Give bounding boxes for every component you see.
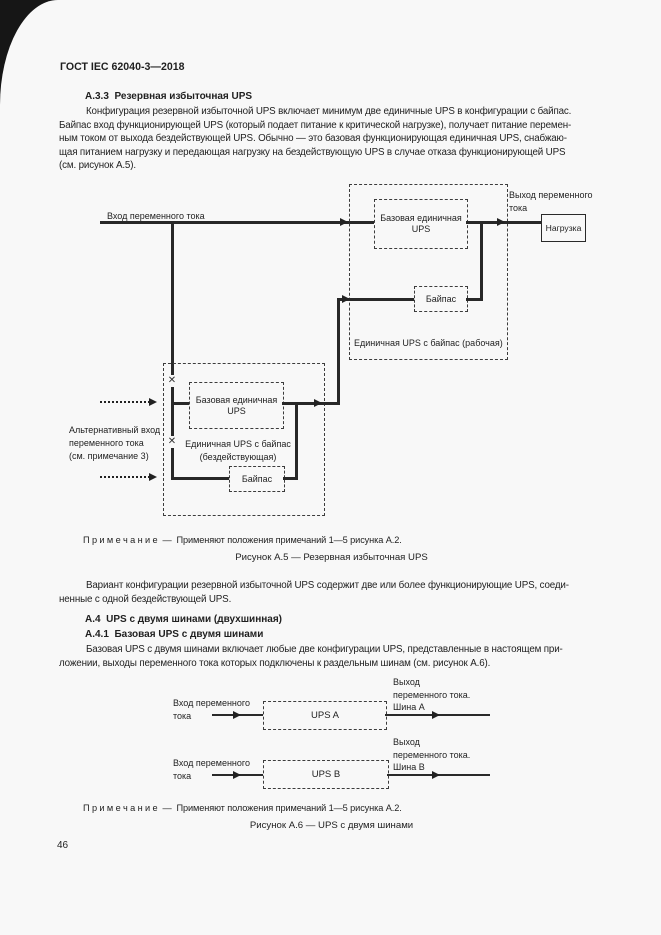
ac-input-label: Вход переменного тока: [107, 211, 205, 221]
bypass-output-line: [466, 298, 483, 301]
standby-output-line: [282, 402, 340, 405]
ups-b-label: UPS B: [311, 769, 341, 780]
bus-b-output-label-line: Выход: [393, 737, 420, 747]
alt-input-label-line: (см. примечание 3): [69, 451, 149, 461]
ups-bypass-join-line: [480, 221, 483, 301]
bus-a-input-label-line: Вход переменного: [173, 698, 250, 708]
standby-bypass-input-line: [172, 477, 229, 480]
flow-arrow-icon: [342, 295, 350, 303]
bus-a-output-label-line: Выход: [393, 677, 420, 687]
paragraph-a41: Базовая UPS с двумя шинами включает любы…: [59, 643, 607, 670]
disconnect-icon: ✕: [166, 375, 178, 387]
standby-bypass-label: Байпас: [241, 473, 273, 484]
load-label: Нагрузка: [545, 223, 582, 233]
figure-a5-caption: Рисунок А.5 — Резервная избыточная UPS: [235, 552, 428, 563]
paragraph-line: Конфигурация резервной избыточной UPS вк…: [86, 106, 572, 117]
working-unit-caption: Единичная UPS с байпас (рабочая): [354, 338, 503, 348]
bus-a-input-label: Вход переменного тока: [173, 697, 250, 723]
ac-output-label: Выход переменного тока: [509, 189, 593, 215]
flow-arrow-icon: [149, 473, 157, 481]
standby-unit-caption-line: (бездействующая): [199, 451, 277, 462]
bus-a-output-label: Выход переменного тока. Шина А: [393, 676, 470, 714]
standby-ups-label: UPS: [227, 405, 246, 416]
bus-b-output-label: Выход переменного тока. Шина В: [393, 736, 470, 774]
ac-output-label-line: Выход переменного: [509, 190, 593, 200]
bus-b-input-label: Вход переменного тока: [173, 757, 250, 783]
ups-b-box: UPS B: [263, 760, 389, 789]
paragraph-line: Базовая UPS с двумя шинами включает любы…: [86, 644, 563, 655]
bus-b-input-label-line: тока: [173, 771, 192, 781]
ac-input-line: [100, 221, 374, 224]
paragraph-line: (см. рисунок А.5).: [59, 160, 136, 171]
input-branch-line: [171, 221, 174, 480]
bus-a-input-label-line: тока: [173, 711, 192, 721]
standby-bypass-output-line: [283, 477, 298, 480]
paragraph-line: ным током от выхода бездействующей UPS. …: [59, 133, 567, 144]
alt-input-label-line: переменного тока: [69, 438, 144, 448]
paragraph-line: щая питанием нагрузку и передающая нагру…: [59, 146, 566, 158]
alt-input-label: Альтернативный вход переменного тока (см…: [69, 424, 160, 463]
ups-a-label: UPS A: [311, 710, 339, 721]
working-ups-box: Базовая единичная UPS: [374, 199, 468, 249]
flow-arrow-icon: [233, 711, 241, 719]
alt-input-dotted-line: [100, 401, 150, 403]
bus-a-output-label-line: Шина А: [393, 702, 425, 712]
alt-input-dotted-line: [100, 476, 150, 478]
section-a41-heading: А.4.1 Базовая UPS с двумя шинами: [85, 629, 264, 640]
flow-arrow-icon: [149, 398, 157, 406]
paragraph-line: ненные с одной бездействующей UPS.: [59, 593, 232, 605]
working-bypass-label: Байпас: [425, 293, 457, 304]
page-header-title: ГОСТ IEC 62040-3—2018: [60, 61, 185, 73]
bus-b-input-label-line: Вход переменного: [173, 758, 250, 768]
flow-arrow-icon: [340, 218, 348, 226]
paragraph-variant: Вариант конфигурации резервной избыточно…: [59, 579, 607, 606]
flow-arrow-icon: [314, 399, 322, 407]
working-unit-box: [349, 184, 508, 360]
disconnect-icon: ✕: [166, 436, 178, 448]
section-a33-heading: А.3.3 Резервная избыточная UPS: [85, 91, 253, 102]
paragraph-line: Байпас вход функционирующей UPS (который…: [59, 119, 572, 131]
flow-arrow-icon: [497, 218, 505, 226]
working-ups-label: UPS: [411, 224, 431, 234]
flow-arrow-icon: [432, 771, 440, 779]
standby-unit-caption: Единичная UPS с байпас (бездействующая): [168, 438, 308, 463]
standby-unit-caption-line: Единичная UPS с байпас: [185, 439, 291, 449]
standby-join-line: [295, 402, 298, 480]
paragraph-a33: Конфигурация резервной избыточной UPS вк…: [59, 105, 607, 173]
working-ups-label: Базовая единичная: [380, 213, 462, 223]
standby-ups-box: Базовая единичная UPS: [189, 382, 284, 429]
bus-a-output-label-line: переменного тока.: [393, 689, 471, 700]
note-a5: П р и м е ч а н и е — Применяют положени…: [83, 535, 402, 545]
standby-ups-input-line: [172, 402, 189, 405]
standby-unit-box: [163, 363, 325, 516]
alt-input-label-line: Альтернативный вход: [69, 425, 161, 435]
section-a4-heading: А.4 UPS с двумя шинами (двухшинная): [85, 614, 283, 625]
bypass-input-line: [339, 298, 414, 301]
ups-a-box: UPS A: [263, 701, 387, 730]
bus-b-output-label-line: Шина В: [393, 762, 425, 772]
ac-output-label-line: тока: [509, 203, 528, 213]
paragraph-line: Вариант конфигурации резервной избыточно…: [86, 580, 569, 591]
paragraph-line: ложении, выходы переменного тока которых…: [59, 657, 491, 669]
flow-arrow-icon: [432, 711, 440, 719]
bus-b-output-label-line: переменного тока.: [393, 749, 471, 760]
load-box: Нагрузка: [541, 214, 586, 242]
figure-a6-caption: Рисунок А.6 — UPS с двумя шинами: [249, 820, 414, 831]
flow-arrow-icon: [233, 771, 241, 779]
standby-ups-label: Базовая единичная: [195, 394, 278, 405]
note-a6: П р и м е ч а н и е — Применяют положени…: [83, 803, 402, 813]
standby-to-bypass-riser: [337, 298, 340, 405]
page-number: 46: [57, 840, 69, 851]
